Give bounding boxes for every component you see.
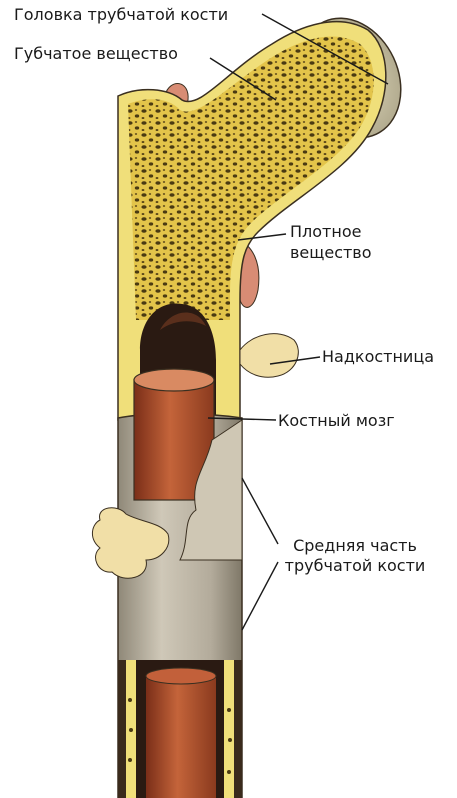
leader-line-periosteum: [269, 356, 321, 365]
leader-line-compact: [237, 233, 287, 241]
periosteum-torn-edge: [179, 419, 243, 561]
cartilage-blob: [92, 507, 170, 579]
leader-line-marrow: [207, 417, 277, 421]
leader-line-spongy: [209, 57, 277, 101]
leader-line-head: [261, 13, 389, 85]
label-spongy-substance: Губчатое вещество: [14, 44, 178, 63]
label-bone-head: Головка трубчатой кости: [14, 5, 229, 24]
leader-line-shaft-2: [241, 561, 279, 631]
label-compact-substance-line2: вещество: [290, 243, 372, 262]
leader-line-shaft: [241, 477, 279, 545]
periosteum-flap: [239, 333, 299, 378]
label-shaft-line2: трубчатой кости: [284, 556, 426, 575]
label-bone-marrow: Костный мозг: [278, 411, 395, 430]
bone-marrow-top: [133, 368, 215, 392]
spongy-substance: [128, 36, 374, 320]
lower-marrow: [146, 676, 216, 798]
label-periosteum: Надкостница: [322, 347, 435, 366]
label-compact-substance-line1: Плотное: [290, 222, 362, 241]
label-shaft-line1: Средняя часть: [293, 536, 417, 555]
